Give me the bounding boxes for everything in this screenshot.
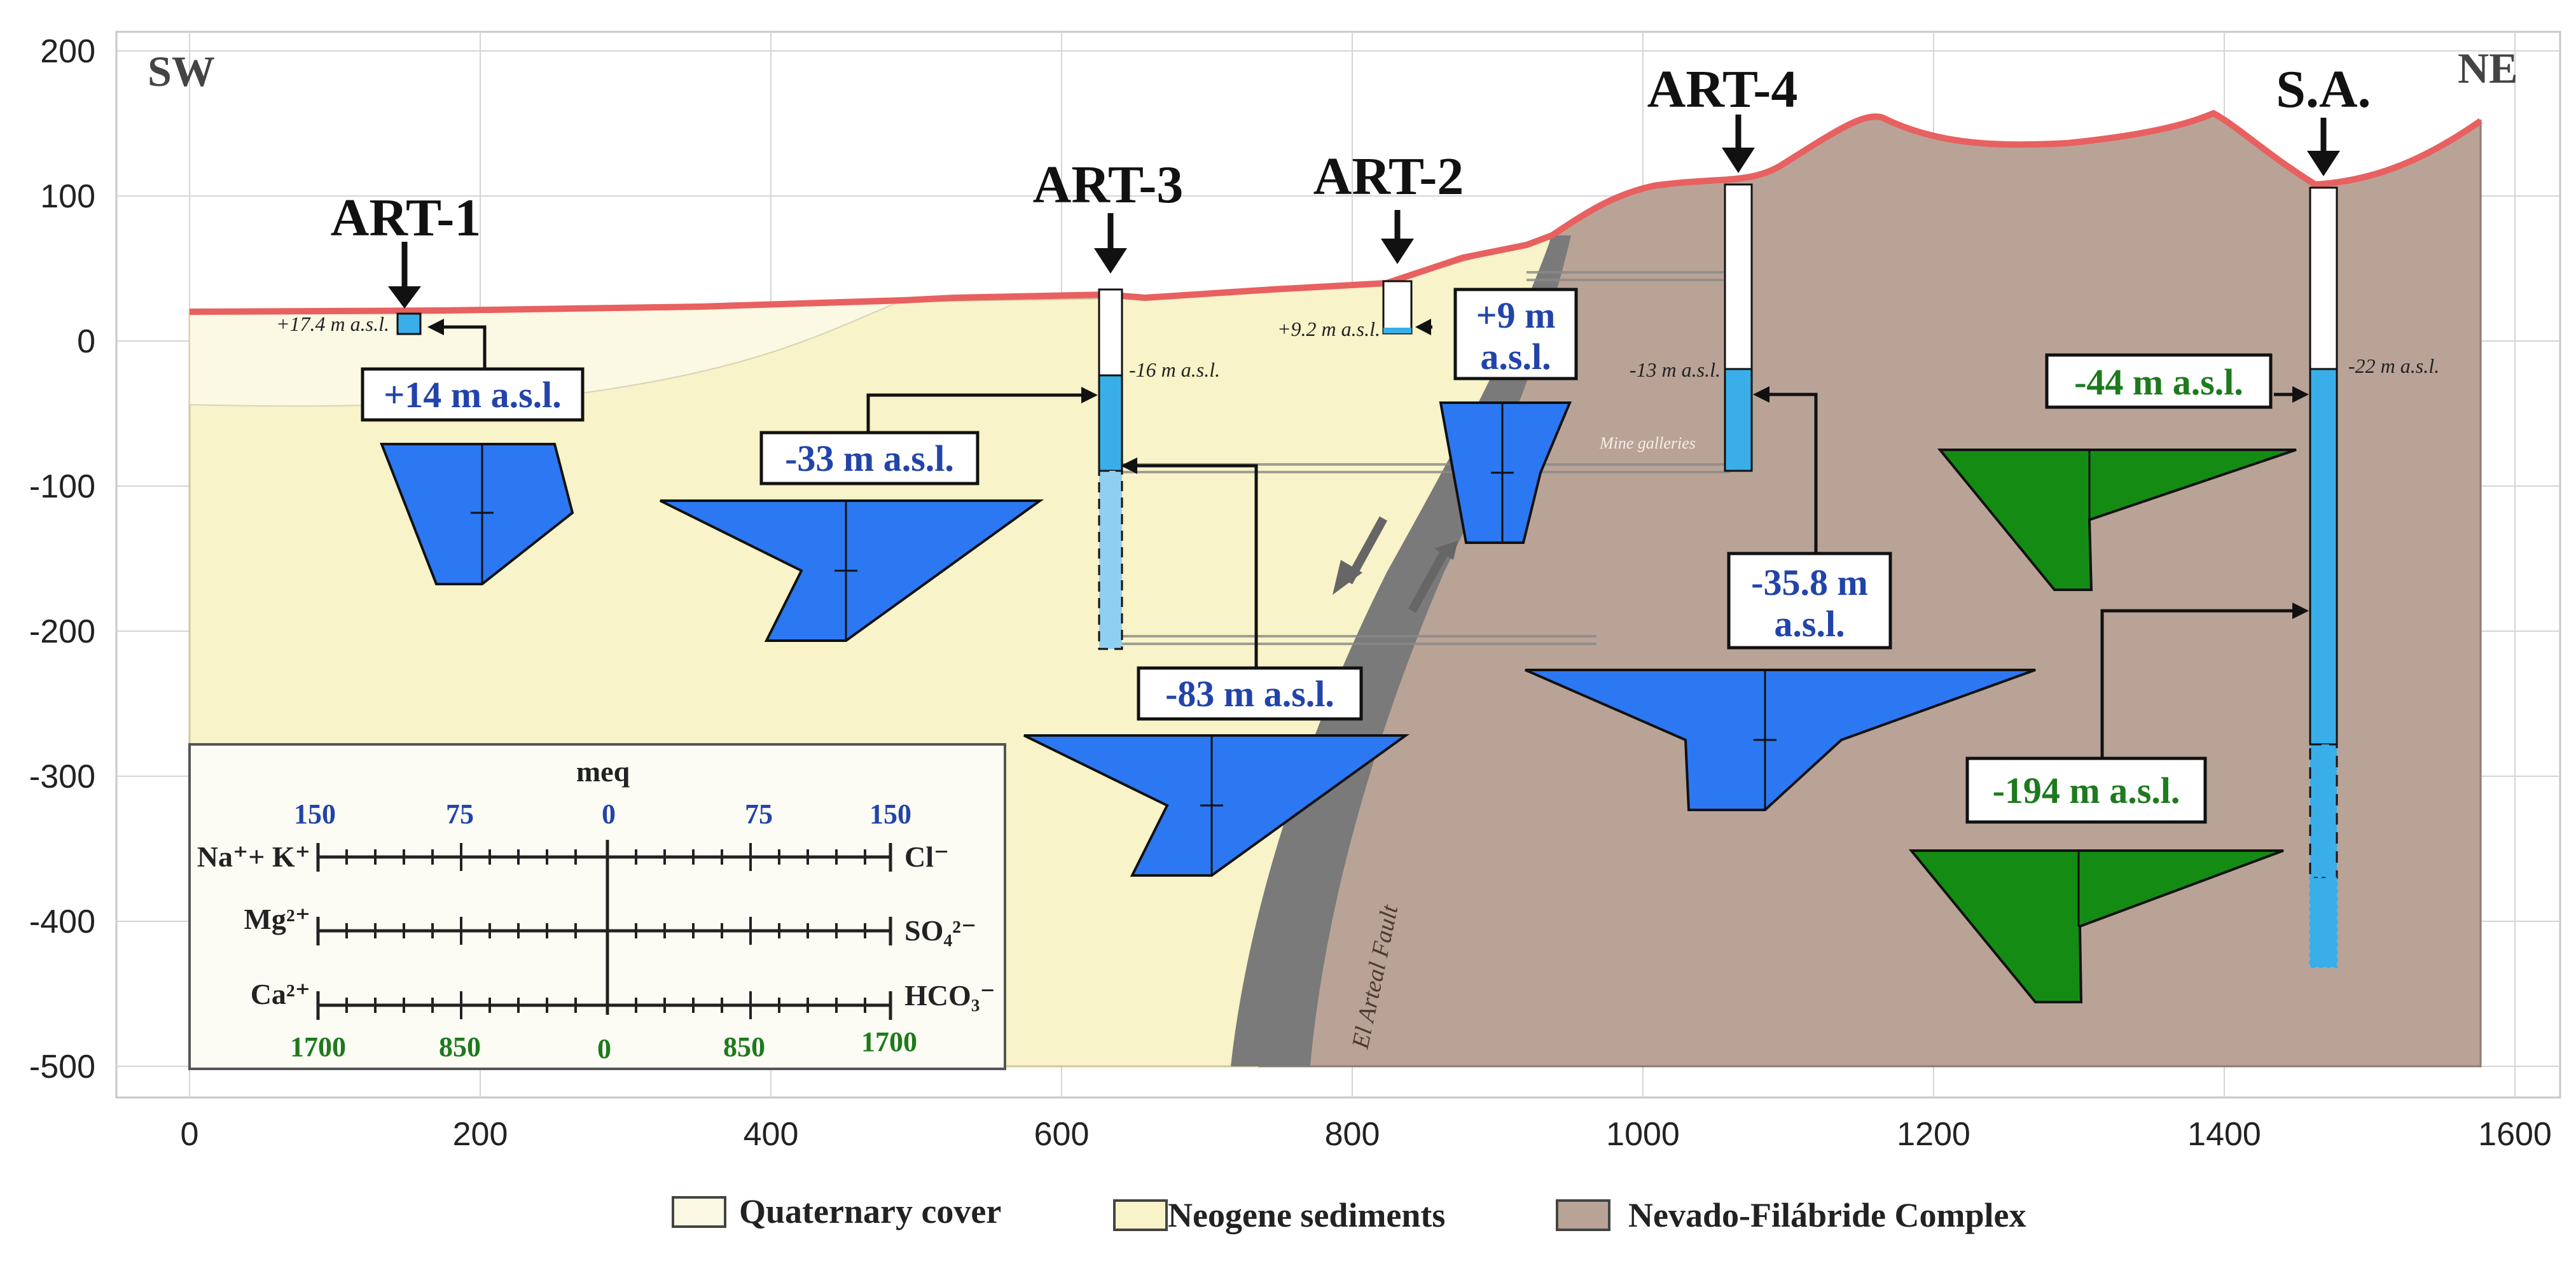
direction-ne: NE: [2458, 44, 2517, 92]
topography-line: [189, 110, 2483, 315]
level-art1: +17.4 m a.s.l.: [276, 312, 389, 335]
label-art3-lower: -83 m a.s.l.: [1165, 673, 1334, 714]
direction-sw: SW: [148, 47, 215, 95]
y-axis: 200 100 0 -100 -200 -300 -400 -500: [29, 33, 95, 1085]
label-box-art1: [361, 367, 585, 422]
legend-swatch-neogene: [1113, 1199, 1168, 1231]
stiff-art4: [1525, 669, 2036, 811]
scale-row3-right: HCO₃⁻: [904, 979, 995, 1012]
stiff-art1: [380, 443, 574, 585]
x-tick-1400: 1400: [2187, 1116, 2261, 1153]
scale-row1-left: Na⁺+ K⁺: [197, 840, 310, 873]
label-box-sa-upper: [2045, 353, 2273, 409]
y-tick-minus500: -500: [29, 1049, 95, 1085]
well-art3: [1094, 213, 1127, 650]
scale-top-tick-3: 0: [602, 798, 616, 830]
label-art2-line1: +9 m: [1476, 295, 1556, 336]
scale-row3-left: Ca²⁺: [251, 978, 310, 1010]
x-tick-400: 400: [744, 1116, 799, 1153]
well-title-sa: S.A.: [2276, 60, 2371, 119]
label-art4-line2: a.s.l.: [1774, 603, 1845, 644]
y-tick-minus100: -100: [29, 468, 95, 505]
label-sa-upper: -44 m a.s.l.: [2074, 361, 2243, 403]
scale-row1-right: Cl⁻: [904, 840, 949, 873]
y-tick-minus300: -300: [29, 758, 95, 795]
label-sa-lower: -194 m a.s.l.: [1993, 770, 2180, 811]
stiff-art2: [1439, 401, 1572, 544]
scale-top-tick-1: 150: [294, 798, 336, 830]
scale-row2-right: SO₄²⁻: [904, 914, 976, 947]
label-art4-line1: -35.8 m: [1751, 562, 1868, 603]
label-box-art3-lower: [1137, 666, 1363, 721]
legend-label-neogene: Neogene sediments: [1168, 1196, 1445, 1234]
x-tick-1600: 1600: [2478, 1116, 2552, 1153]
y-tick-100: 100: [40, 178, 95, 215]
level-sa: -22 m a.s.l.: [2348, 354, 2439, 377]
scale-bottom-tick-5: 1700: [861, 1026, 917, 1057]
stiff-sa-upper: [1937, 449, 2297, 591]
well-art1: [388, 242, 422, 335]
y-tick-0: 0: [77, 323, 95, 360]
legend-swatch-quaternary: [672, 1196, 726, 1228]
scale-top-tick-2: 75: [446, 798, 474, 830]
label-art3-upper: -33 m a.s.l.: [785, 438, 954, 479]
level-art4: -13 m a.s.l.: [1630, 358, 1721, 381]
well-title-art4: ART-4: [1647, 60, 1798, 119]
scale-bottom-tick-1: 1700: [290, 1031, 346, 1062]
connectors: [438, 325, 2299, 758]
label-art1: +14 m a.s.l.: [384, 374, 562, 415]
label-art2-line2: a.s.l.: [1480, 336, 1551, 377]
well-title-art3: ART-3: [1033, 155, 1184, 214]
scale-row2-left: Mg²⁺: [244, 903, 311, 935]
stiff-scale-inset: meq 150 75 0 75 150: [188, 743, 1006, 1070]
scale-top-tick-4: 75: [745, 798, 773, 830]
x-tick-0: 0: [181, 1116, 199, 1153]
legend-label-nevado: Nevado-Filábride Complex: [1628, 1196, 2026, 1234]
stiff-art3-upper: [660, 499, 1044, 642]
connector-arrowheads: [427, 319, 2309, 619]
label-box-art4: [1727, 552, 1892, 650]
scale-bottom-tick-4: 850: [723, 1031, 765, 1062]
well-sa: [2307, 118, 2340, 968]
x-tick-1200: 1200: [1897, 1116, 1970, 1153]
scale-bottom-tick-2: 850: [439, 1031, 481, 1062]
stiff-sa-lower: [1908, 849, 2284, 1003]
well-title-art1: ART-1: [331, 188, 481, 247]
x-axis: 0 200 400 600 800 1000 1200 1400 1600: [181, 1116, 2552, 1153]
scale-bottom-tick-3: 0: [597, 1033, 611, 1064]
well-art2: [1381, 210, 1414, 335]
label-box-sa-lower: [1965, 756, 2207, 824]
level-art2: +9.2 m a.s.l.: [1277, 317, 1380, 340]
x-tick-200: 200: [453, 1116, 508, 1153]
label-box-art2: [1453, 288, 1578, 380]
y-tick-minus200: -200: [29, 613, 95, 650]
well-art4: [1722, 115, 1755, 472]
x-tick-600: 600: [1034, 1116, 1090, 1153]
well-title-art2: ART-2: [1313, 147, 1464, 206]
y-tick-minus400: -400: [29, 903, 95, 940]
level-art3: -16 m a.s.l.: [1129, 358, 1220, 381]
legend: Quaternary cover Neogene sediments Nevad…: [672, 1192, 2026, 1234]
x-tick-800: 800: [1325, 1116, 1380, 1153]
stiff-art3-lower: [1023, 734, 1410, 877]
scale-top-tick-5: 150: [869, 798, 911, 830]
legend-label-quaternary: Quaternary cover: [739, 1192, 1001, 1230]
fault-movement-arrows: [1333, 516, 1458, 613]
x-tick-1000: 1000: [1606, 1116, 1680, 1153]
label-box-art3-upper: [759, 431, 980, 485]
legend-swatch-nevado: [1556, 1199, 1610, 1231]
y-tick-200: 200: [40, 33, 95, 70]
mine-galleries-label: Mine galleries: [1599, 434, 1696, 452]
scale-title: meq: [576, 755, 630, 788]
